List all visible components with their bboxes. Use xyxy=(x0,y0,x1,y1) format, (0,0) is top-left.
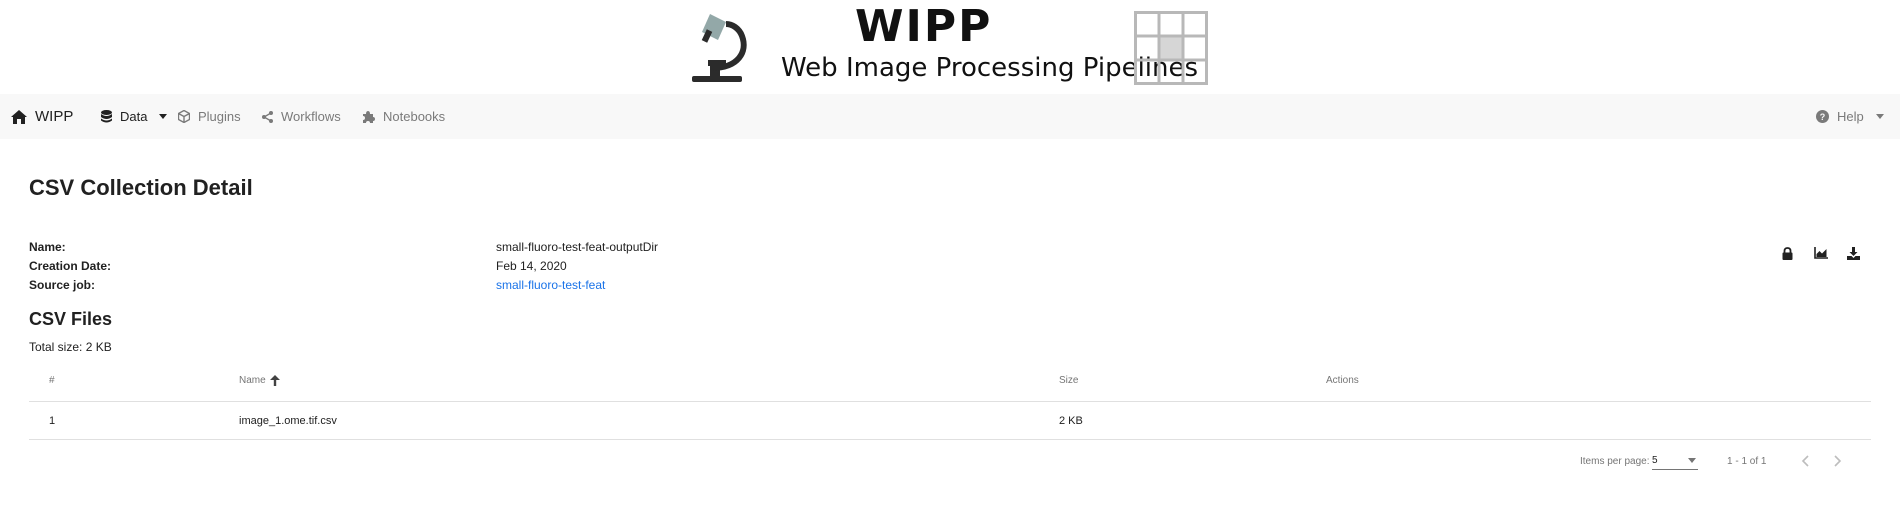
share-icon xyxy=(262,110,273,123)
row-file-name: image_1.ome.tif.csv xyxy=(239,415,337,427)
column-header-size[interactable]: Size xyxy=(1059,374,1079,386)
items-per-page-select[interactable]: 5 xyxy=(1652,452,1698,470)
lock-button[interactable] xyxy=(1771,238,1804,268)
chevron-left-icon xyxy=(1801,455,1809,467)
database-icon xyxy=(101,110,112,123)
svg-text:?: ? xyxy=(1820,112,1826,122)
column-header-number: # xyxy=(49,374,55,386)
page-title: CSV Collection Detail xyxy=(29,175,253,200)
next-page-button[interactable] xyxy=(1826,449,1850,473)
header-banner: WIPP Web Image Processing Pipelines xyxy=(0,0,1900,94)
name-label: Name: xyxy=(29,240,66,254)
nav-data-label: Data xyxy=(120,109,148,124)
nav-plugins-label: Plugins xyxy=(198,109,241,124)
page-range: 1 - 1 of 1 xyxy=(1727,456,1767,467)
lock-icon xyxy=(1782,246,1793,260)
previous-page-button[interactable] xyxy=(1793,449,1817,473)
download-button[interactable] xyxy=(1837,238,1870,268)
arrow-up-icon xyxy=(269,374,280,386)
paginator: Items per page: 5 1 - 1 of 1 xyxy=(29,444,1871,480)
column-header-name-label: Name xyxy=(239,374,266,386)
home-icon xyxy=(11,109,27,124)
csv-files-table: # Name Size Actions 1 image_1.ome.tif.cs… xyxy=(29,358,1871,440)
creation-date-label: Creation Date: xyxy=(29,259,112,273)
source-job-link[interactable]: small-fluoro-test-feat xyxy=(496,278,606,292)
nav-data-dropdown[interactable]: Data xyxy=(101,94,168,139)
chevron-down-icon xyxy=(1688,458,1696,463)
creation-date-value: Feb 14, 2020 xyxy=(496,259,567,273)
question-circle-icon: ? xyxy=(1816,110,1829,123)
download-icon xyxy=(1847,246,1860,260)
chevron-down-icon xyxy=(159,114,168,119)
column-header-name[interactable]: Name xyxy=(239,358,280,402)
column-header-actions: Actions xyxy=(1326,374,1359,386)
nav-notebooks[interactable]: Notebooks xyxy=(362,94,445,139)
app-logo-subtitle: Web Image Processing Pipelines xyxy=(781,53,1199,83)
puzzle-icon xyxy=(363,111,375,123)
microscope-logo-icon xyxy=(692,14,747,82)
chevron-down-icon xyxy=(1875,114,1884,119)
chevron-right-icon xyxy=(1834,455,1842,467)
collection-actions xyxy=(1771,238,1871,268)
source-job-label: Source job: xyxy=(29,278,96,292)
nav-workflows-label: Workflows xyxy=(281,109,341,124)
area-chart-icon xyxy=(1813,247,1828,259)
nav-help-label: Help xyxy=(1837,109,1864,124)
row-number: 1 xyxy=(49,415,56,427)
nav-help-dropdown[interactable]: ? Help xyxy=(1816,94,1884,139)
nav-notebooks-label: Notebooks xyxy=(383,109,446,124)
total-size: Total size: 2 KB xyxy=(29,340,112,354)
items-per-page-label: Items per page: xyxy=(1580,456,1650,467)
top-navbar: WIPP Data Plugins Workflows Notebooks ? … xyxy=(0,94,1900,139)
brand-link[interactable]: WIPP xyxy=(11,94,73,139)
table-row: 1 image_1.ome.tif.csv 2 KB xyxy=(29,402,1871,440)
row-file-size: 2 KB xyxy=(1059,415,1083,427)
brand-label: WIPP xyxy=(35,108,74,125)
visualize-button[interactable] xyxy=(1804,238,1837,268)
nav-plugins[interactable]: Plugins xyxy=(178,94,241,139)
items-per-page-value: 5 xyxy=(1652,455,1658,466)
app-logo-title: WIPP xyxy=(855,1,993,52)
name-value: small-fluoro-test-feat-outputDir xyxy=(496,240,659,254)
image-grid-logo-icon xyxy=(1134,11,1208,85)
cube-icon xyxy=(178,110,190,123)
table-header: # Name Size Actions xyxy=(29,358,1871,402)
section-title-csv-files: CSV Files xyxy=(29,309,113,329)
nav-workflows[interactable]: Workflows xyxy=(262,94,341,139)
